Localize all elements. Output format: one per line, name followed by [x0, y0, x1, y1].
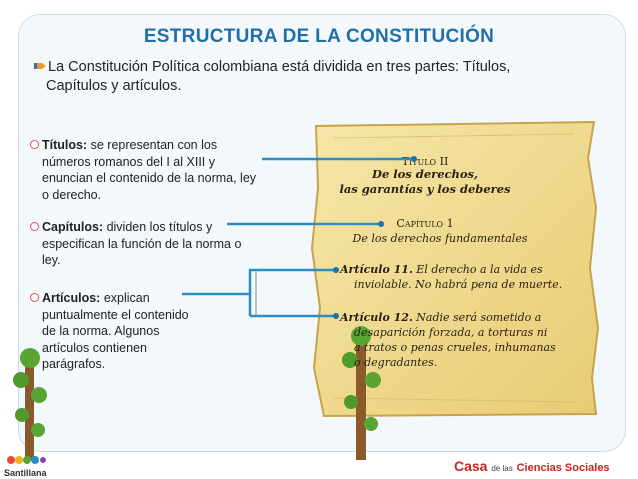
- desc-titulos: se representan con los números romanos d…: [42, 138, 257, 202]
- right-tree-illustration: [342, 326, 381, 460]
- connector-dot: [333, 267, 339, 273]
- scroll-articulo-11: Artículo 11. El derecho a la vida es inv…: [340, 262, 590, 292]
- scroll-titulo-sub-2: las garantías y los deberes: [339, 182, 511, 196]
- term-titulos: Títulos:: [42, 138, 88, 152]
- art12-line-4: o degradantes.: [354, 356, 438, 369]
- page-title: ESTRUCTURA DE LA CONSTITUCIÓN: [143, 26, 495, 47]
- bullet-icon: [30, 222, 39, 231]
- bullet-icon: [30, 293, 39, 302]
- scroll-capitulo-sub: De los derechos fundamentales: [352, 232, 528, 245]
- desc-articulos: explican puntualmente el contenido de la…: [42, 291, 189, 371]
- connector-dot: [333, 313, 339, 319]
- intro-text: La Constitución Política colombiana está…: [46, 59, 511, 94]
- art11-label: Artículo 11.: [340, 263, 413, 276]
- left-tree-illustration: [13, 348, 47, 460]
- desc-capitulos: dividen los títulos y especifican la fun…: [42, 220, 242, 267]
- art12-label: Artículo 12.: [340, 311, 413, 324]
- scroll-titulo-sub-1: De los derechos,: [371, 167, 479, 181]
- pencil-arrow-icon: [34, 63, 46, 69]
- art12-line-3: a tratos o penas crueles, inhumanas: [354, 341, 556, 354]
- connector-articulos: [182, 268, 336, 296]
- art11-line-1: El derecho a la vida es: [412, 263, 543, 276]
- scroll-titulo-sub: De los derechos, las garantías y los deb…: [330, 167, 520, 197]
- connector-dot: [411, 156, 417, 162]
- bullet-icon: [30, 140, 39, 149]
- term-capitulos: Capítulos:: [42, 220, 104, 234]
- cosas-logo: [6, 452, 46, 478]
- list-item-capitulos: Capítulos: dividen los títulos y especif…: [30, 219, 250, 269]
- brand-casa: Casa: [454, 458, 488, 474]
- list-item-titulos: Títulos: se representan con los números …: [30, 137, 260, 203]
- brand-tail: Ciencias Sociales: [516, 462, 610, 474]
- art11-line-2: inviolable. No habrá pena de muerte.: [354, 278, 563, 291]
- scroll-articulo-12: Artículo 12. Nadie será sometido a desap…: [340, 310, 590, 370]
- brand-de: de las: [491, 464, 513, 473]
- list-item-articulos: Artículos: explican puntualmente el cont…: [30, 290, 200, 373]
- art12-line-1: Nadie será sometido a: [412, 311, 542, 324]
- art12-line-2: desaparición forzada, a torturas ni: [354, 326, 548, 339]
- connector-dot: [378, 221, 384, 227]
- term-articulos: Artículos:: [42, 291, 101, 305]
- santillana-label: Santillana: [4, 468, 47, 478]
- casa-ciencias-logo: Casa de las Ciencias Sociales: [454, 458, 610, 474]
- scroll-capitulo: Capítulo 1: [396, 217, 454, 230]
- intro-paragraph: La Constitución Política colombiana está…: [34, 58, 574, 96]
- cosas-logo-icon: [7, 456, 46, 464]
- parchment-scroll: [310, 120, 600, 418]
